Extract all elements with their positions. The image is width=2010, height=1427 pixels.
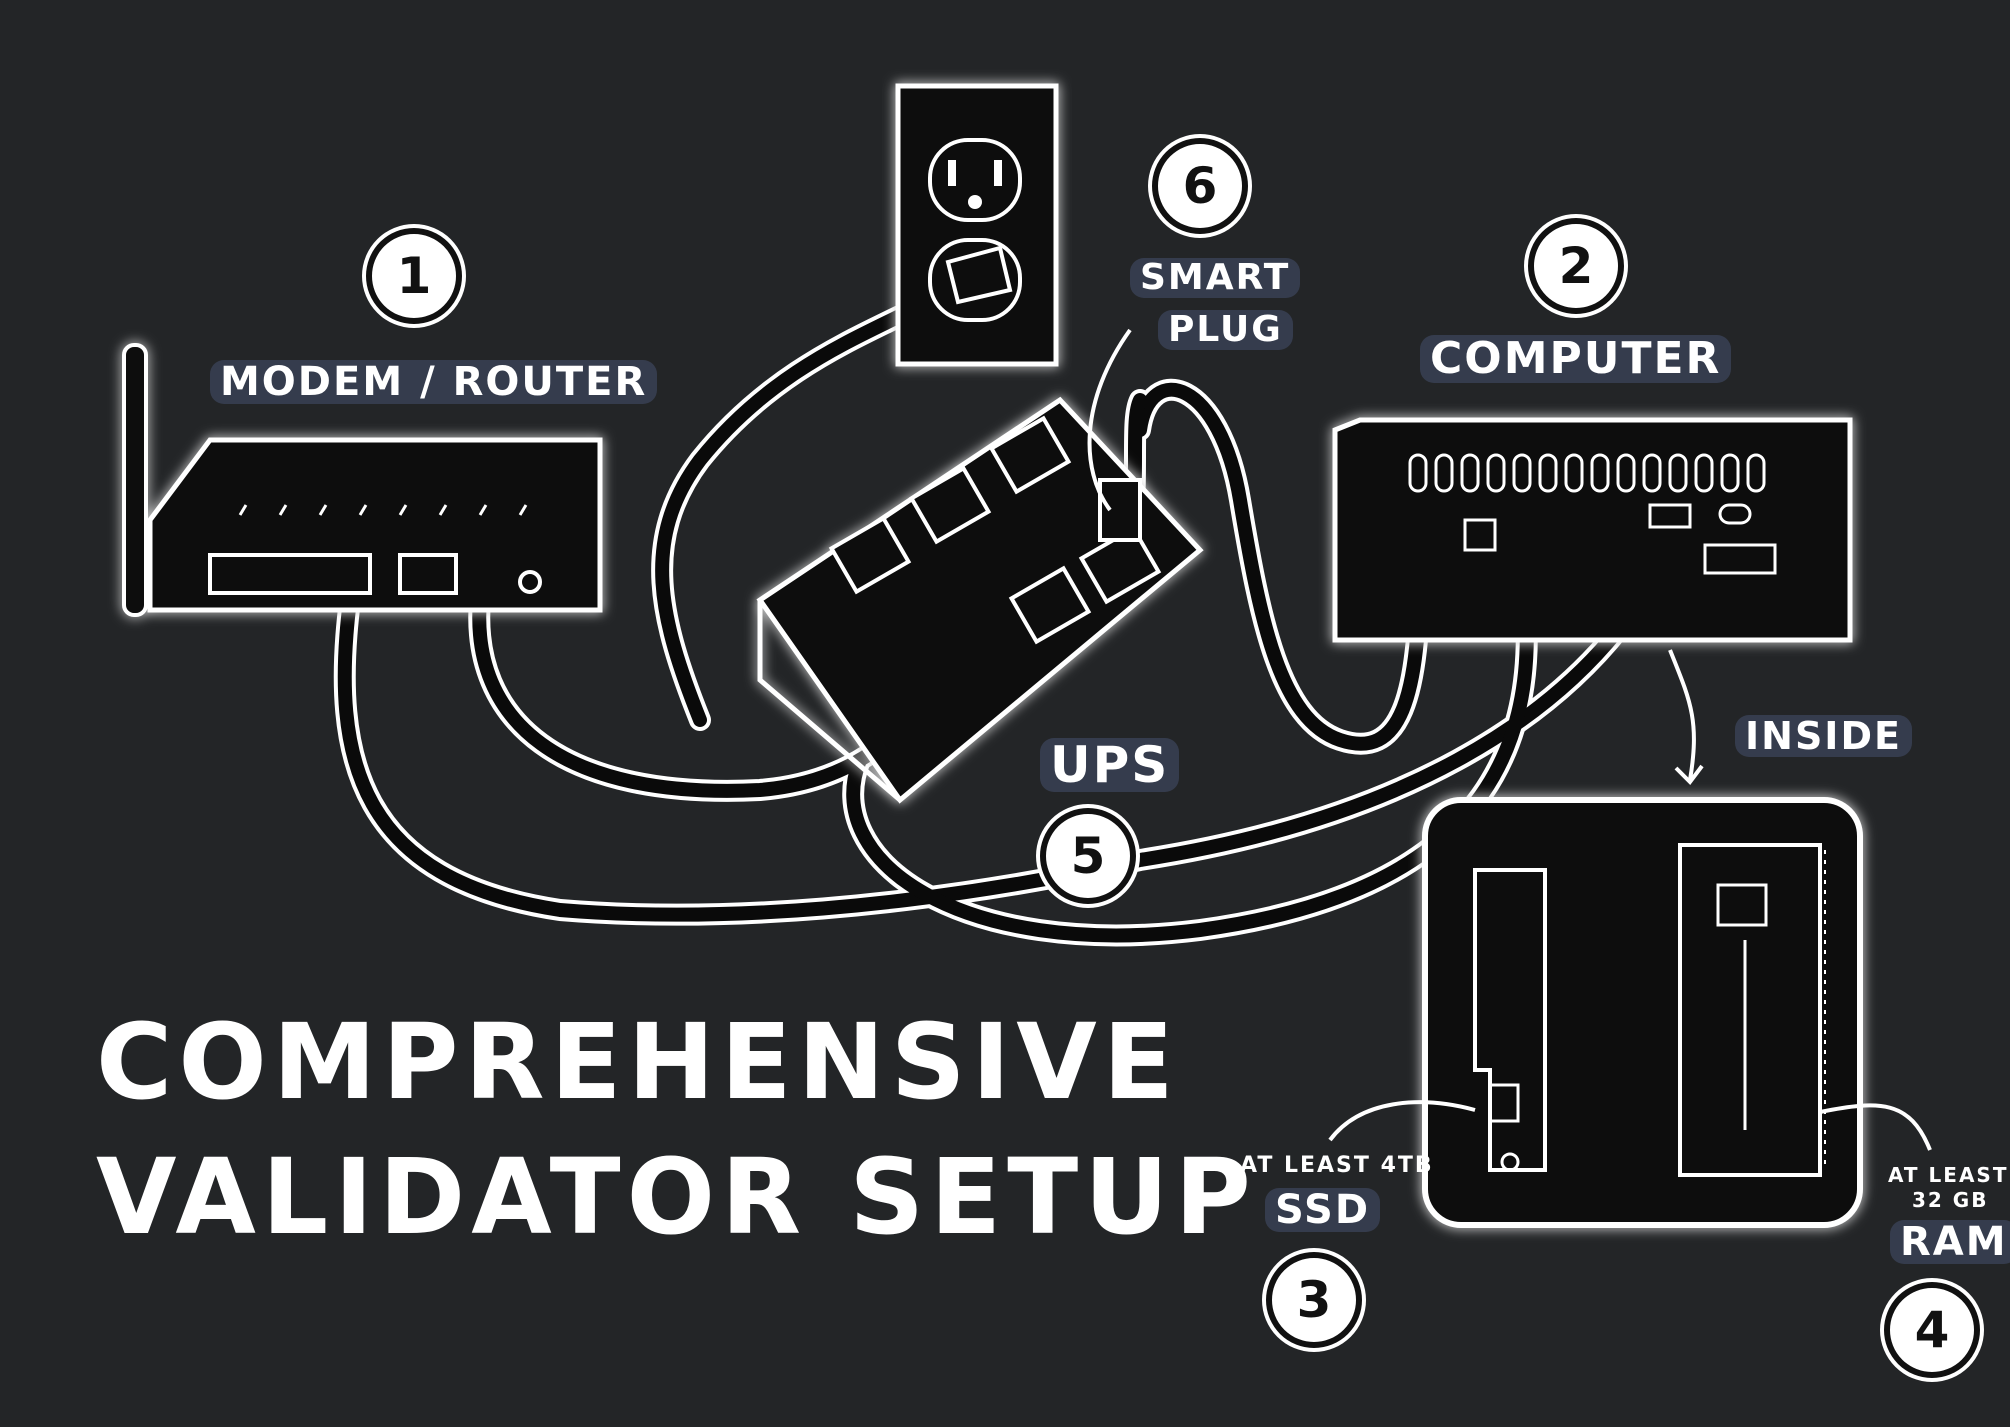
- computer-label: Computer: [1420, 335, 1732, 383]
- ram-qualifier-line1: At least: [1888, 1163, 2009, 1187]
- badge-2: 2: [1528, 218, 1624, 314]
- title-line-1: Comprehensive: [96, 1001, 1180, 1123]
- ups-label: UPS: [1040, 738, 1180, 792]
- badge-4: 4: [1884, 1282, 1980, 1378]
- badge-1: 1: [366, 228, 462, 324]
- smart-plug-label-line1: Smart: [1130, 258, 1301, 298]
- ram-arrow: [1819, 1103, 1932, 1151]
- wall-outlet: [895, 83, 1059, 367]
- inside-panel: [1422, 797, 1863, 1228]
- computer: [1332, 417, 1853, 643]
- ups: [756, 396, 1204, 804]
- modem-router: [122, 343, 603, 617]
- inside-arrow: [1668, 649, 1696, 781]
- ssd-qualifier: At least 4TB: [1240, 1153, 1434, 1178]
- ssd-card: [1473, 868, 1547, 1172]
- ssd-arrow: [1328, 1100, 1476, 1142]
- smart-plug-arrow: [1087, 328, 1132, 512]
- ssd-label: SSD: [1265, 1188, 1381, 1232]
- ram-stick: [1678, 843, 1822, 1177]
- ram-label: RAM: [1890, 1220, 2010, 1264]
- ram-qualifier-line2: 32 GB: [1912, 1188, 1989, 1212]
- smart-plug-label-line2: Plug: [1158, 310, 1293, 350]
- badge-3: 3: [1266, 1252, 1362, 1348]
- badge-5: 5: [1040, 808, 1136, 904]
- inside-label: Inside: [1735, 715, 1912, 757]
- router-label: Modem / Router: [210, 360, 658, 404]
- badge-6: 6: [1152, 138, 1248, 234]
- title-line-2: Validator Setup: [96, 1136, 1257, 1258]
